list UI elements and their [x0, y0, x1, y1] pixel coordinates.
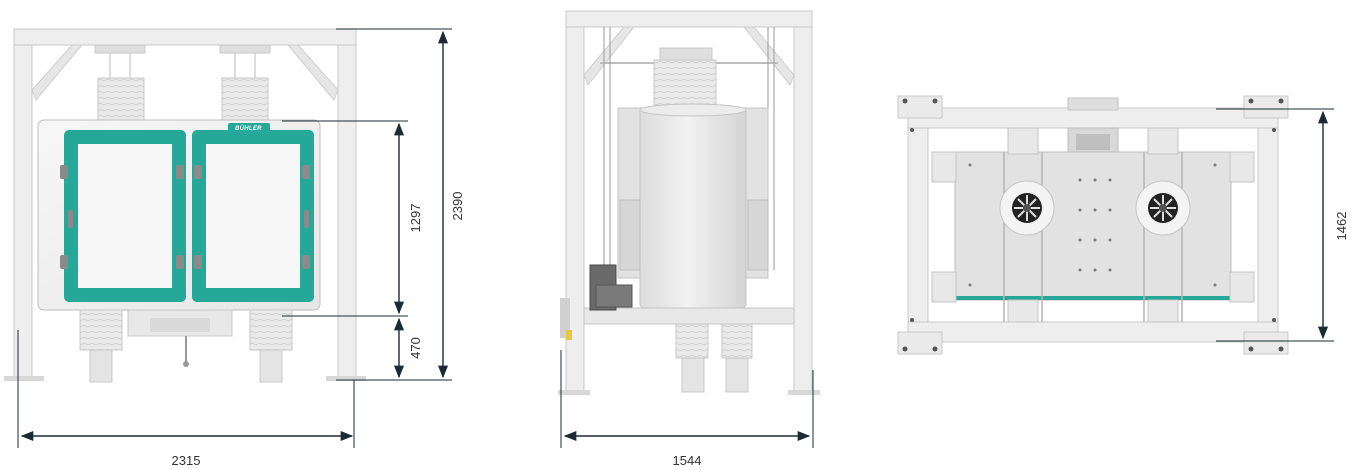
dimension-label-front-width: 2315: [172, 453, 201, 468]
dimension-label-top-depth: 1462: [1334, 212, 1349, 241]
top-inlet-rosette-right: [1135, 180, 1191, 236]
dimension-label-outlet-height: 470: [408, 337, 423, 359]
side-view: 1544: [558, 10, 820, 468]
front-frame-top-beam: [13, 28, 357, 46]
top-inlet-rosette-left: [999, 180, 1055, 236]
front-outlet-bellow-right: [249, 309, 293, 351]
top-frame-beam-lower: [907, 321, 1279, 343]
front-frame-left-leg: [13, 44, 33, 381]
front-inlet-bellow-right: [221, 77, 269, 121]
side-outlet-bellow-right: [721, 323, 753, 359]
side-frame-right-leg: [793, 26, 813, 394]
top-view: 1462: [897, 95, 1349, 355]
front-inlet-bellow-left: [97, 77, 145, 121]
side-frame-top-beam: [565, 10, 813, 28]
top-frame-beam-upper: [907, 107, 1279, 129]
side-outlet-bellow-left: [675, 323, 709, 359]
front-frame-right-leg: [337, 44, 357, 381]
dimension-label-body-height: 1297: [408, 204, 423, 233]
brand-logo-text: BÜHLER: [235, 125, 262, 132]
side-sifter-body: [639, 107, 747, 309]
dimension-label-front-height: 2390: [450, 192, 465, 221]
front-outlet-bellow-left: [79, 309, 123, 351]
front-view: BÜHLER 2315 2390 1297 470: [4, 28, 465, 468]
top-sifter-body: [954, 151, 1232, 301]
brand-logo: [228, 123, 270, 132]
dimension-label-side-width: 1544: [673, 453, 702, 468]
side-inlet-bellow: [653, 59, 717, 111]
